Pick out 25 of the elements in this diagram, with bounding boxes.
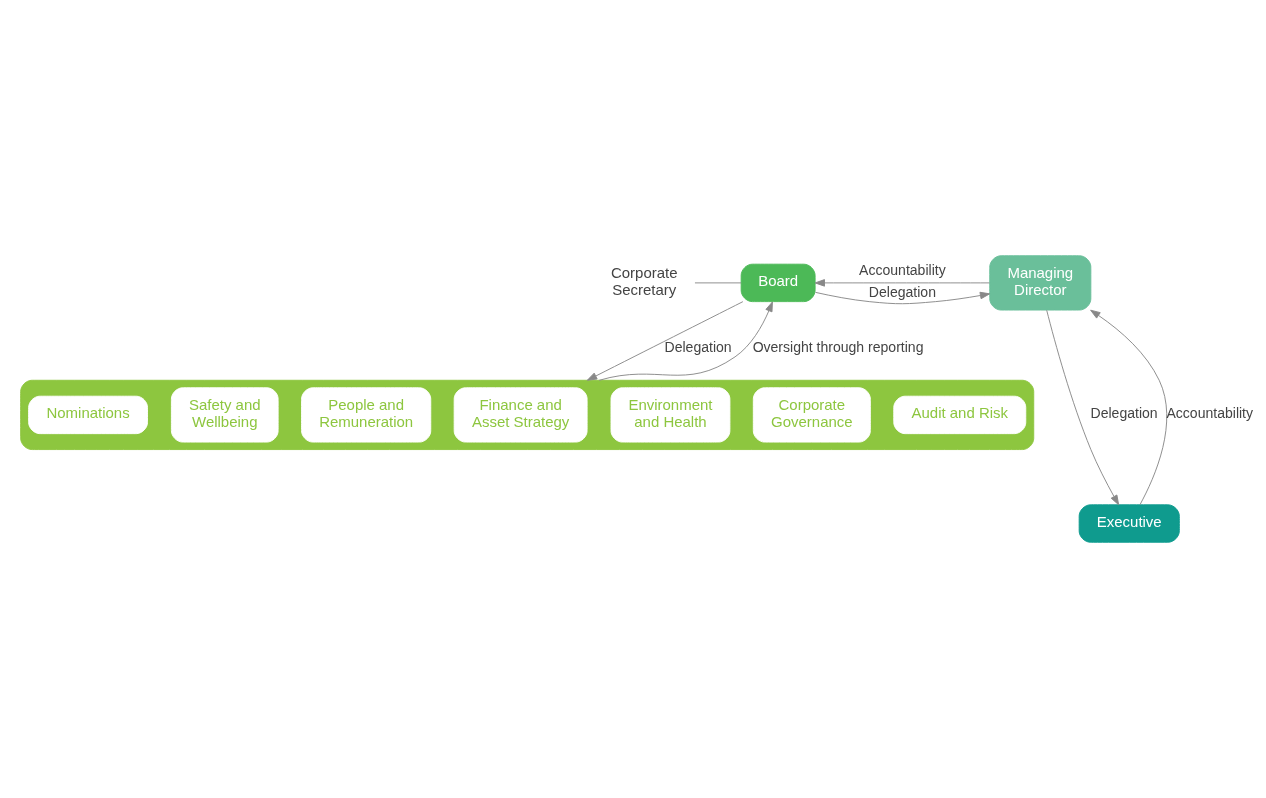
edge-label: Delegation xyxy=(1090,405,1158,422)
arrow xyxy=(1046,309,1120,506)
edge-label: Delegation xyxy=(664,339,732,356)
edge-label: Delegation xyxy=(868,283,936,300)
arrow xyxy=(1090,309,1168,506)
cluster xyxy=(20,379,1035,451)
node-text: Corporate Secretary xyxy=(610,264,678,298)
node-box: People and Remuneration xyxy=(301,387,432,443)
connector xyxy=(694,282,742,284)
node-box: Finance and Asset Strategy xyxy=(453,387,588,443)
node-box: Board xyxy=(740,263,816,303)
arrow xyxy=(815,291,991,305)
edge-label: Accountability xyxy=(1166,405,1254,422)
arrow xyxy=(814,279,990,287)
edge-label: Oversight through reporting xyxy=(752,339,924,356)
node-box: Safety and Wellbeing xyxy=(170,387,279,443)
node-box: Nominations xyxy=(28,395,148,435)
node-box: Executive xyxy=(1078,504,1180,543)
arrow xyxy=(598,301,773,381)
node-box: Managing Director xyxy=(989,255,1092,311)
arrow xyxy=(586,301,744,381)
node-box: Corporate Governance xyxy=(752,387,871,443)
node-box: Audit and Risk xyxy=(893,395,1027,435)
edge-label: Accountability xyxy=(859,262,946,279)
node-box: Environment and Health xyxy=(610,387,731,443)
